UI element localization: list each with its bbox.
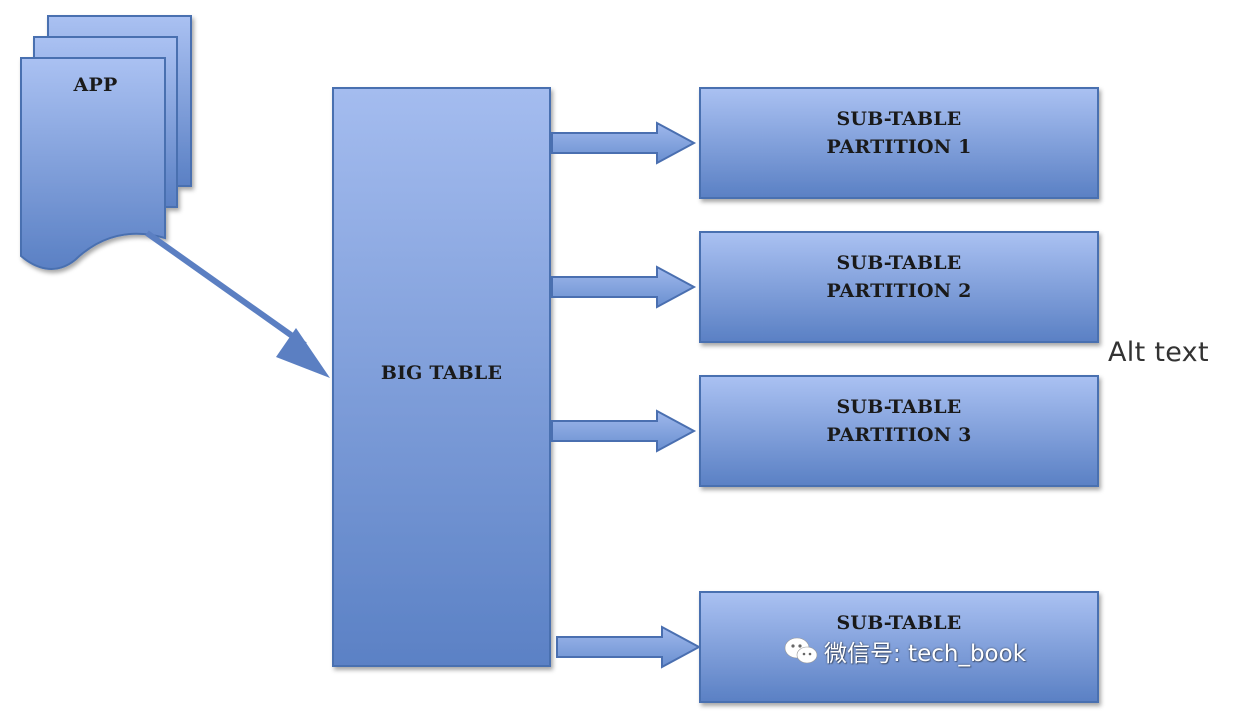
app-document-stack <box>20 15 192 270</box>
alt-text: Alt text <box>1108 337 1209 368</box>
app-to-bigtable-arrow <box>145 230 330 378</box>
wechat-icon <box>784 637 818 664</box>
app-label: APP <box>48 71 143 99</box>
partition-1-line1: SUB-TABLE <box>836 108 962 130</box>
partition-label-1: SUB-TABLE PARTITION 1 <box>700 105 1098 161</box>
watermark-text: 微信号: tech_book <box>824 641 1027 667</box>
partition-3-line2: PARTITION 3 <box>826 424 972 446</box>
partition-box-3 <box>699 375 1099 487</box>
partition-box-4 <box>699 591 1099 703</box>
partition-box-2 <box>699 231 1099 343</box>
app-label-text: APP <box>73 74 118 96</box>
partition-2-line1: SUB-TABLE <box>836 252 962 274</box>
big-table-label: BIG TABLE <box>333 359 550 387</box>
partition-1-line2: PARTITION 1 <box>826 136 972 158</box>
arrow-to-partition-1 <box>551 121 697 165</box>
big-table-box <box>332 87 551 667</box>
partition-4-line1: SUB-TABLE <box>836 612 962 634</box>
partition-box-1 <box>699 87 1099 199</box>
arrow-to-partition-2 <box>551 265 697 309</box>
partition-label-3: SUB-TABLE PARTITION 3 <box>700 393 1098 449</box>
big-table-label-text: BIG TABLE <box>380 362 503 384</box>
arrow-to-partition-4 <box>556 625 702 669</box>
watermark: 微信号: tech_book <box>784 631 1026 671</box>
partition-3-line1: SUB-TABLE <box>836 396 962 418</box>
partition-label-4: SUB-TABLE <box>700 609 1098 637</box>
partition-label-2: SUB-TABLE PARTITION 2 <box>700 249 1098 305</box>
partition-2-line2: PARTITION 2 <box>826 280 972 302</box>
arrow-to-partition-3 <box>551 409 697 453</box>
